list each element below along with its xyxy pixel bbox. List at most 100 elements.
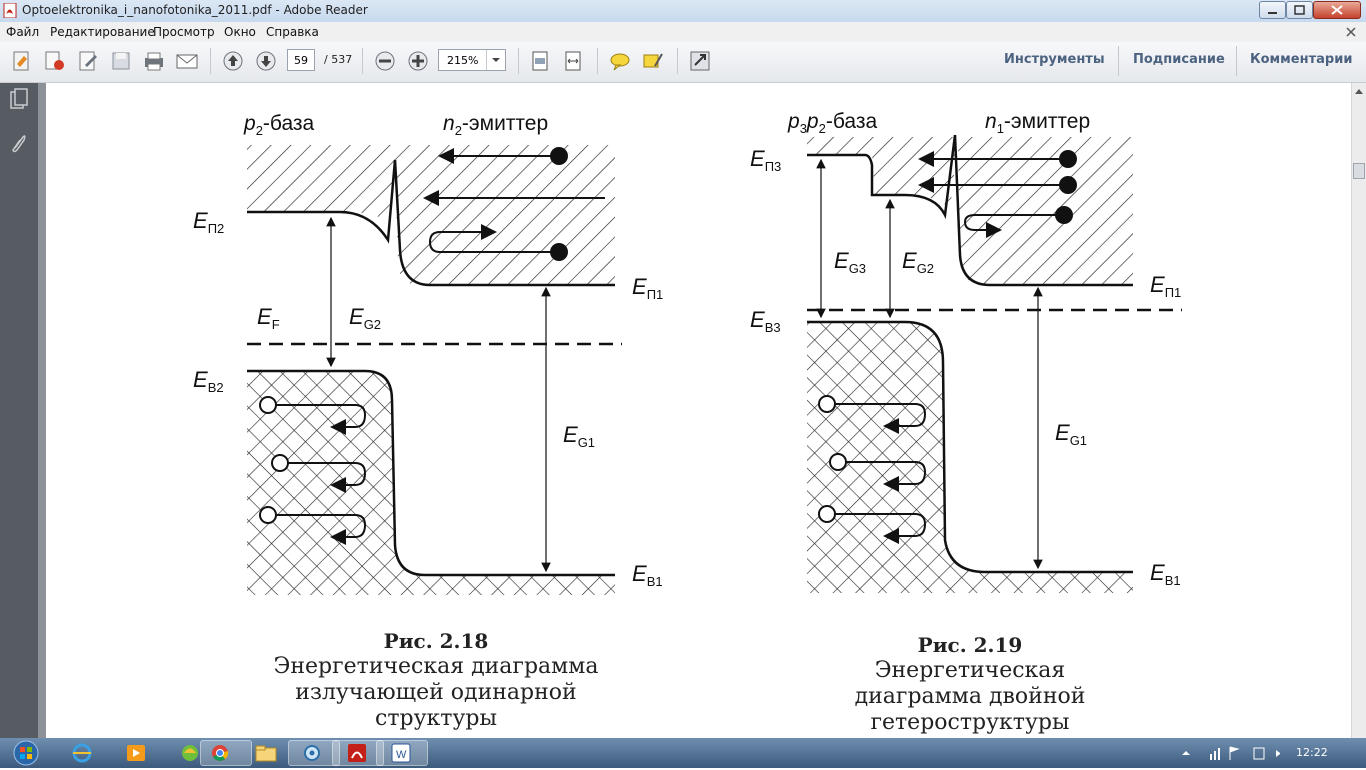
label-ef: EF <box>257 304 280 332</box>
electron-path <box>963 214 1060 238</box>
electron <box>1059 150 1077 168</box>
taskbar-ie[interactable] <box>56 740 108 766</box>
taskbar-chrome[interactable] <box>200 740 252 766</box>
toolbar-separator <box>597 48 598 74</box>
hole <box>259 396 277 414</box>
label-p2-base: p2-база <box>243 112 315 138</box>
label-eb1: EB1 <box>632 561 663 589</box>
email-icon[interactable] <box>175 50 199 72</box>
pdf-icon <box>3 3 17 18</box>
minimize-icon <box>1268 12 1277 14</box>
menu-help[interactable]: Справка <box>266 25 319 39</box>
taskbar-acrobat[interactable] <box>332 740 384 766</box>
next-page-icon[interactable] <box>254 50 278 72</box>
close-icon <box>1331 5 1343 15</box>
caption-fig-2-19: Рис. 2.19 Энергетическая диаграмма двойн… <box>800 632 1140 736</box>
ie-icon <box>72 743 92 763</box>
print-icon[interactable] <box>142 50 166 72</box>
zoom-select[interactable]: 215% <box>438 49 506 71</box>
zoom-in-icon[interactable] <box>406 50 430 72</box>
electron <box>550 243 568 261</box>
clock[interactable]: 12:22 <box>1296 746 1328 759</box>
hole-path <box>846 461 927 492</box>
electron <box>1059 176 1077 194</box>
app-icon <box>182 745 198 761</box>
highlight-icon[interactable] <box>641 50 665 72</box>
taskbar-media[interactable] <box>110 740 162 766</box>
caption-number: Рис. 2.18 <box>383 629 489 653</box>
conduction-band-edge <box>247 159 615 287</box>
fit-page-icon[interactable] <box>528 50 552 72</box>
label-eg2: EG2 <box>902 248 934 276</box>
flag-icon[interactable] <box>1229 746 1240 760</box>
maximize-button[interactable] <box>1286 1 1313 19</box>
edit-icon[interactable] <box>76 50 100 72</box>
label-eg2: EG2 <box>349 304 381 332</box>
valence-band-edge <box>247 369 615 577</box>
open-icon[interactable] <box>43 50 67 72</box>
chrome-icon <box>212 745 229 761</box>
start-icon[interactable] <box>8 740 44 766</box>
conduction-band-edge <box>807 134 1133 287</box>
vertical-scrollbar[interactable] <box>1351 83 1366 738</box>
electron <box>550 147 568 165</box>
hole-path <box>276 404 367 435</box>
taskbar-app2[interactable] <box>288 740 340 766</box>
prev-page-icon[interactable] <box>221 50 245 72</box>
sign-link[interactable]: Подписание <box>1133 52 1225 67</box>
label-eb1: EB1 <box>1150 560 1181 588</box>
label-ep1: EП1 <box>632 274 663 302</box>
valence-band-edge <box>807 320 1133 574</box>
zoom-dropdown[interactable] <box>486 50 505 70</box>
attachments-icon[interactable] <box>9 132 29 154</box>
acrobat-icon <box>348 744 366 762</box>
label-eb3: EB3 <box>750 307 781 335</box>
page-edge <box>38 83 46 738</box>
label-n1-emitter: n1-эмиттер <box>985 110 1090 136</box>
volume-icon[interactable] <box>1276 750 1280 757</box>
menu-file[interactable]: Файл <box>6 25 40 39</box>
figure-2-18: p2-база n2-эмиттер EП2 EF EG2 EB2 EП1 EG… <box>193 112 663 595</box>
fullscreen-icon[interactable] <box>688 50 712 72</box>
save-icon[interactable] <box>109 50 133 72</box>
comments-link[interactable]: Комментарии <box>1250 52 1353 67</box>
comment-icon[interactable] <box>608 50 632 72</box>
scrollbar-thumb[interactable] <box>1353 163 1365 179</box>
network-icon[interactable] <box>1210 754 1212 760</box>
hole <box>818 505 836 523</box>
caption-line: диаграмма двойной <box>854 684 1086 709</box>
system-tray[interactable] <box>1180 744 1290 762</box>
label-eg1: EG1 <box>1055 420 1087 448</box>
zoom-out-icon[interactable] <box>373 50 397 72</box>
caption-number: Рис. 2.19 <box>917 633 1023 657</box>
menu-view[interactable]: Просмотр <box>153 25 215 39</box>
fit-width-icon[interactable] <box>561 50 585 72</box>
navigation-panel <box>0 83 38 738</box>
menu-window[interactable]: Окно <box>224 25 256 39</box>
electron-path <box>428 224 555 253</box>
caption-fig-2-18: Рис. 2.18 Энергетическая диаграмма излуч… <box>236 628 636 732</box>
device-icon[interactable] <box>1253 747 1265 760</box>
menu-edit[interactable]: Редактирование <box>50 25 155 39</box>
page-number-input[interactable]: 59 <box>287 49 315 71</box>
label-ep2: EП2 <box>193 208 224 236</box>
hole <box>829 453 847 471</box>
pages-panel-icon[interactable] <box>9 88 29 110</box>
create-pdf-icon[interactable] <box>10 50 34 72</box>
scroll-up-icon[interactable] <box>1352 84 1366 98</box>
close-document-icon[interactable] <box>1345 26 1357 38</box>
tray-expand-icon[interactable] <box>1182 751 1190 755</box>
caption-line: структуры <box>375 706 497 731</box>
minimize-button[interactable] <box>1259 1 1286 19</box>
taskbar-explorer[interactable] <box>240 740 292 766</box>
label-eb2: EB2 <box>193 367 224 395</box>
tools-link[interactable]: Инструменты <box>1004 52 1105 67</box>
conduction-band-hatch <box>247 145 615 285</box>
toolbar-separator <box>677 48 678 74</box>
electron <box>1055 206 1073 224</box>
taskbar-app[interactable] <box>164 740 216 766</box>
taskbar-word[interactable]: W <box>376 740 428 766</box>
close-button[interactable] <box>1313 1 1361 19</box>
hole <box>818 395 836 413</box>
